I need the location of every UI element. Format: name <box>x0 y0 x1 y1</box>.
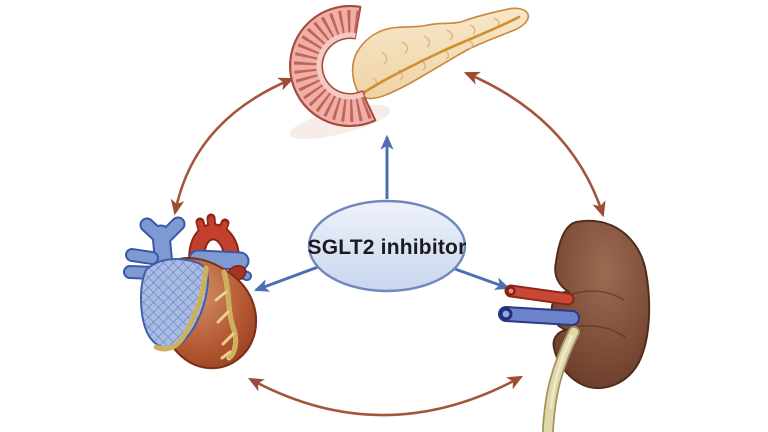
ureter <box>542 326 580 432</box>
cycle-arrow-pancreas-kidney <box>463 71 606 218</box>
heart-illustration <box>123 213 257 370</box>
pulmonary-vessels <box>123 248 252 281</box>
kidney-illustration <box>498 219 651 432</box>
duodenum-inner-rim <box>316 32 365 100</box>
pancreas-illustration <box>289 5 530 140</box>
duodenum <box>289 5 377 128</box>
duodenum-outer-outline <box>289 5 376 128</box>
cycle-arrow-heart-pancreas <box>170 77 295 216</box>
duodenum-striations <box>293 10 374 122</box>
coronary-arteries <box>153 265 239 361</box>
renal-vein <box>498 306 580 326</box>
pancreatic-duct <box>361 15 521 95</box>
center-label: SGLT2 inhibitor <box>308 236 467 259</box>
kidney-body <box>550 219 651 389</box>
renal-artery <box>504 284 575 306</box>
arrow-center-to-heart <box>253 265 319 292</box>
sglt2-ellipse: SGLT2 inhibitor <box>308 199 467 293</box>
arrow-center-to-kidney <box>454 267 511 290</box>
cycle-arrow-heart-kidney <box>247 375 524 417</box>
